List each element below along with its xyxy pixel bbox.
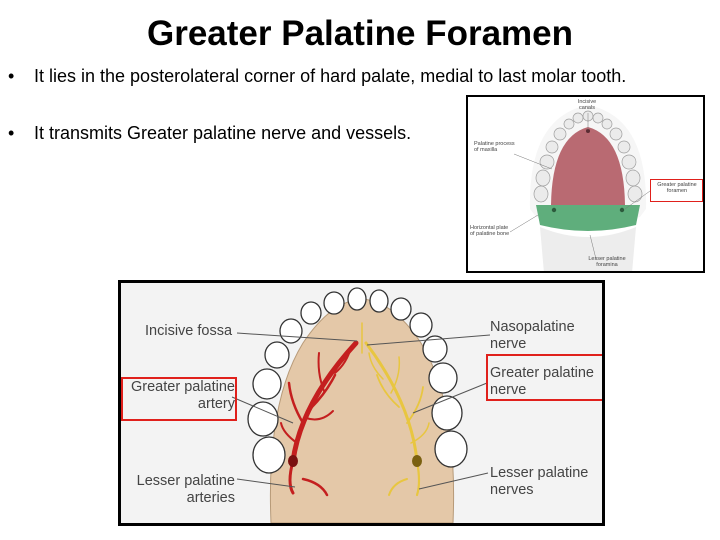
palate-vessels-illustration bbox=[231, 287, 491, 523]
bullet-marker: • bbox=[8, 66, 15, 86]
upper-teeth bbox=[533, 110, 643, 203]
highlight-box-nerve bbox=[486, 354, 602, 401]
label-greater-palatine-foramen-small: Greater palatine foramen bbox=[657, 182, 697, 194]
horizontal-plate-region bbox=[536, 205, 640, 231]
label-horizontal-plate: Horizontal plate of palatine bone bbox=[470, 225, 510, 237]
label-lesser-palatine-foramina: Lesser palatine foramina bbox=[588, 256, 626, 268]
teeth bbox=[247, 287, 468, 474]
label-lesser-palatine-nerves: Lesser palatine nerves bbox=[490, 465, 589, 498]
greater-palatine-nerve bbox=[361, 322, 430, 497]
palate-vessels-image: Incisive fossa Greater palatine artery L… bbox=[118, 280, 605, 526]
highlight-box-artery bbox=[121, 377, 237, 421]
label-greater-palatine-nerve: Greater palatine nerve bbox=[490, 365, 594, 398]
label-nasopalatine-nerve: Nasopalatine nerve bbox=[490, 319, 575, 352]
palate-bone-illustration bbox=[509, 105, 651, 271]
label-greater-palatine-artery: Greater palatine artery bbox=[131, 379, 235, 412]
bullet-transmits: • It transmits Greater palatine nerve and… bbox=[8, 123, 411, 144]
label-incisive-canals: Incisive canals bbox=[577, 99, 597, 111]
bullet-location: • It lies in the posterolateral corner of… bbox=[8, 66, 626, 87]
bullet-marker: • bbox=[8, 123, 15, 143]
palatine-process-region bbox=[551, 127, 625, 205]
label-lesser-palatine-arteries: Lesser palatine arteries bbox=[136, 473, 235, 506]
label-palatine-process: Palatine process of maxilla bbox=[474, 141, 515, 153]
highlight-box-foramen bbox=[650, 179, 703, 202]
greater-palatine-artery bbox=[280, 340, 359, 497]
bullet-text: It transmits Greater palatine nerve and … bbox=[34, 123, 412, 143]
bullet-text: It lies in the posterolateral corner of … bbox=[34, 66, 627, 86]
label-incisive-fossa: Incisive fossa bbox=[145, 323, 233, 339]
slide-title: Greater Palatine Foramen bbox=[147, 14, 573, 53]
palate-bone-image: Incisive canals Palatine process of maxi… bbox=[466, 95, 705, 273]
